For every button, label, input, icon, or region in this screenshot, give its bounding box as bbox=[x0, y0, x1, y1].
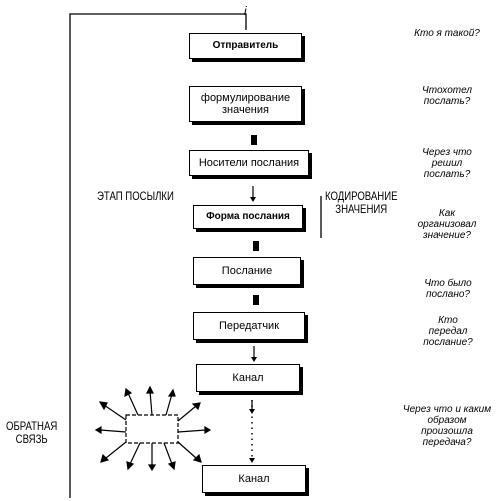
connector-bar bbox=[251, 135, 257, 145]
channel-box-received: Канал bbox=[202, 465, 306, 493]
sender-box: Отправитель bbox=[189, 33, 302, 59]
question-what-meant: Чтохотел послать? bbox=[422, 85, 472, 107]
question-how-transmitted: Через что и каким образом произошла пере… bbox=[402, 404, 492, 448]
question-how-organized: Как организовал значение? bbox=[417, 208, 477, 241]
feedback-loop-line bbox=[69, 13, 247, 498]
arrow-head bbox=[249, 409, 255, 414]
message-box: Послание bbox=[193, 257, 301, 285]
arrow-head bbox=[249, 458, 255, 463]
connector-bar bbox=[253, 295, 259, 305]
question-via-what: Через что решил послать? bbox=[422, 147, 472, 180]
connector-bar bbox=[253, 241, 259, 251]
coding-label: КОДИРОВАНИЕ ЗНАЧЕНИЯ bbox=[325, 189, 398, 216]
question-what-sent: Что было послано? bbox=[424, 278, 472, 300]
stage-label: ЭТАП ПОСЫЛКИ bbox=[97, 189, 174, 203]
question-who: Кто я такой? bbox=[414, 28, 480, 39]
channel-box: Канал bbox=[196, 364, 300, 392]
form-box: Форма послания bbox=[193, 205, 303, 229]
top-marker: i bbox=[244, 4, 247, 18]
arrow-head bbox=[251, 357, 257, 362]
transmitter-box: Передатчик bbox=[193, 312, 305, 340]
arrow-head bbox=[250, 197, 256, 202]
question-who-transmitted: Кто передал послание? bbox=[423, 315, 473, 348]
formulating-box: формулирование значения bbox=[189, 86, 302, 122]
noise-burst bbox=[94, 385, 212, 472]
carriers-box: Носители послания bbox=[189, 150, 309, 176]
feedback-label: ОБРАТНАЯ СВЯЗЬ bbox=[6, 419, 58, 446]
